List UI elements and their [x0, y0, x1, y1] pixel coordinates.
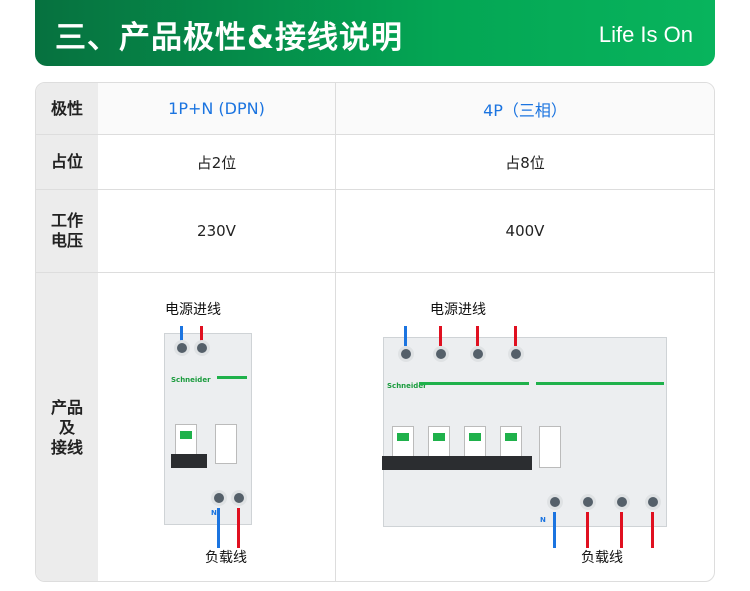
- table-row-polarity: 极性 1P+N (DPN) 4P（三相）: [36, 83, 714, 135]
- row-label: 工作 电压: [36, 190, 98, 272]
- table-row-wiring: 产品 及 接线 电源进线 Schneider N 负载线 电源进线: [36, 273, 714, 581]
- neutral-label: N: [540, 516, 546, 524]
- row-label: 占位: [36, 135, 98, 189]
- brand-logo: Schneider: [387, 382, 427, 390]
- cell-dpn: 占2位: [98, 135, 336, 189]
- cell-4p: 400V: [505, 222, 545, 240]
- line-in-label: 电源进线: [165, 302, 221, 318]
- row-label: 极性: [36, 83, 98, 134]
- load-label: 负载线: [581, 550, 623, 566]
- neutral-label: N: [211, 509, 217, 517]
- spec-table: 极性 1P+N (DPN) 4P（三相） 占位 占2位 占8位 工作 电压 23…: [35, 82, 715, 582]
- table-row-voltage: 工作 电压 230V 400V: [36, 190, 714, 273]
- table-row-slots: 占位 占2位 占8位: [36, 135, 714, 190]
- dpn-breaker-image: Schneider N: [164, 326, 252, 548]
- cell-4p: 4P（三相）: [336, 83, 714, 134]
- cell-4p-wiring: 电源进线 Schneider N: [336, 273, 714, 581]
- section-title: 三、产品极性&接线说明: [55, 20, 404, 56]
- cell-dpn-wiring: 电源进线 Schneider N 负载线: [98, 273, 336, 581]
- cell-dpn: 230V: [98, 190, 336, 272]
- load-label: 负载线: [205, 550, 247, 566]
- brand-logo: Schneider: [171, 376, 211, 384]
- row-label: 产品 及 接线: [36, 273, 98, 581]
- brand-slogan: Life Is On: [598, 22, 693, 47]
- cell-dpn: 1P+N (DPN): [98, 83, 336, 134]
- line-in-label: 电源进线: [430, 302, 486, 318]
- 4p-breaker-image: Schneider N: [382, 326, 667, 548]
- section-header-banner: 三、产品极性&接线说明 Life Is On: [35, 0, 715, 66]
- cell-4p: 占8位: [505, 153, 545, 172]
